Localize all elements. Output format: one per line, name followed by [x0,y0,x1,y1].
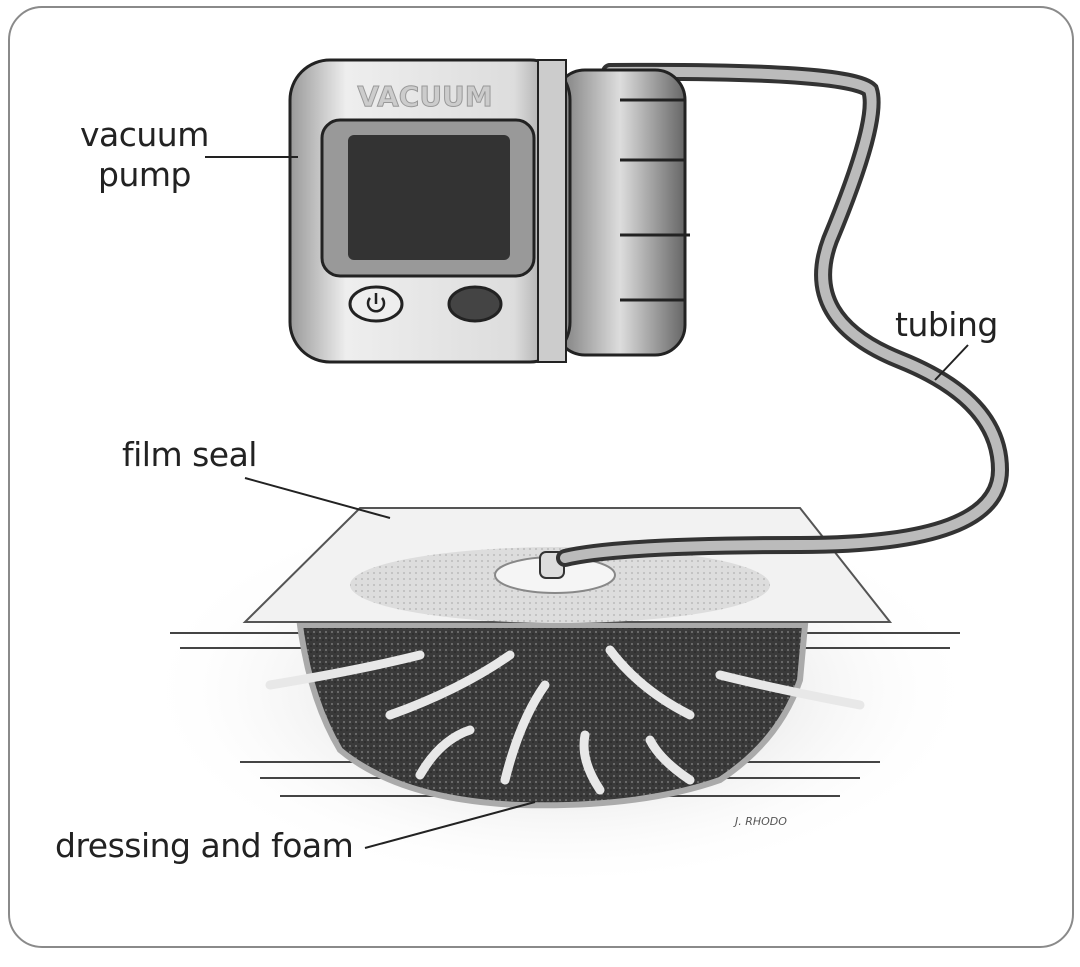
vacuum-pump: VACUUM [288,58,690,364]
tubing-highlight [560,66,1006,563]
pump-brand-logo: VACUUM [357,80,492,113]
pump-screen [348,135,510,260]
label-vacuum-pump-line1: vacuum [80,115,209,154]
suction-arrows [265,645,865,795]
leader-lines [205,156,969,849]
label-vacuum-pump: vacuum pump [80,115,209,195]
pump-cap-ridges [620,98,690,302]
power-icon [366,293,386,313]
pump-button [447,285,503,323]
artist-signature: J. RHODO [733,815,787,828]
pump-band [537,59,567,363]
label-tubing: tubing [895,305,998,344]
pump-cap [553,68,687,357]
label-dressing-and-foam: dressing and foam [55,826,354,865]
label-vacuum-pump-line2: pump [98,155,191,194]
label-film-seal: film seal [122,435,257,474]
